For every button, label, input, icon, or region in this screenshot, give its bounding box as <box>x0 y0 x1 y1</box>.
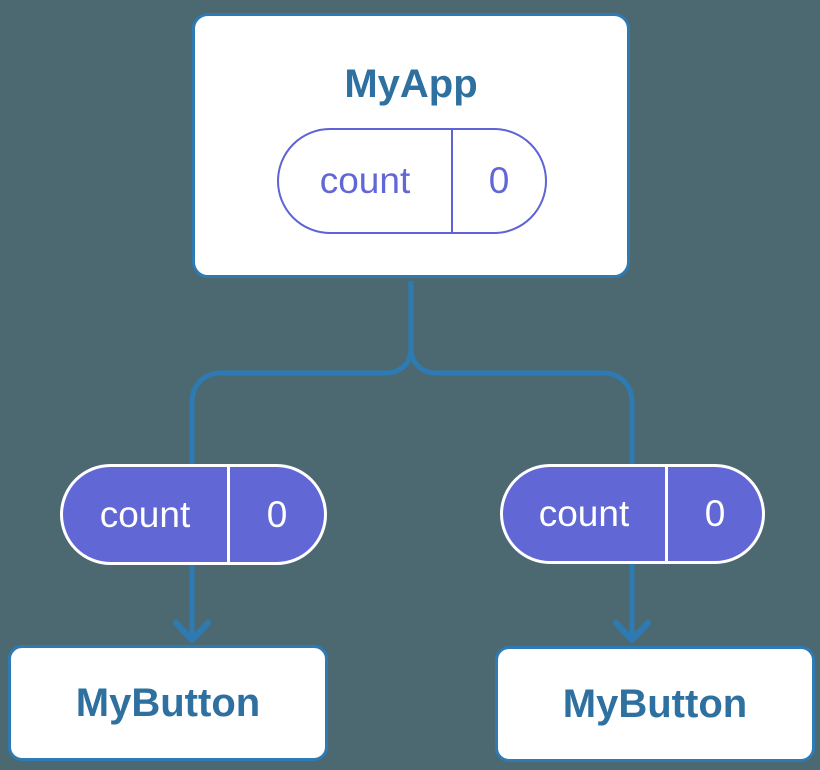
prop-value: 0 <box>227 467 324 562</box>
arrow-right-head-icon <box>613 620 651 643</box>
prop-name: count <box>99 493 191 535</box>
branch-right-line <box>408 347 635 465</box>
component-node-mybutton-left: MyButton <box>8 645 328 761</box>
prop-pill-right: count 0 <box>500 464 765 564</box>
component-node-mybutton-right: MyButton <box>495 646 815 762</box>
state-name: count <box>319 160 411 201</box>
state-value: 0 <box>451 130 545 232</box>
branch-left-line <box>189 347 414 465</box>
component-node-myapp: MyApp count 0 <box>192 13 630 278</box>
arrow-left-head-icon <box>173 620 211 643</box>
component-title: MyButton <box>562 681 748 726</box>
prop-pill-left: count 0 <box>60 464 327 565</box>
component-title: MyButton <box>75 680 261 725</box>
prop-name: count <box>538 493 630 534</box>
component-title: MyApp <box>344 62 478 106</box>
prop-value: 0 <box>665 467 762 561</box>
state-pill: count 0 <box>277 128 547 234</box>
